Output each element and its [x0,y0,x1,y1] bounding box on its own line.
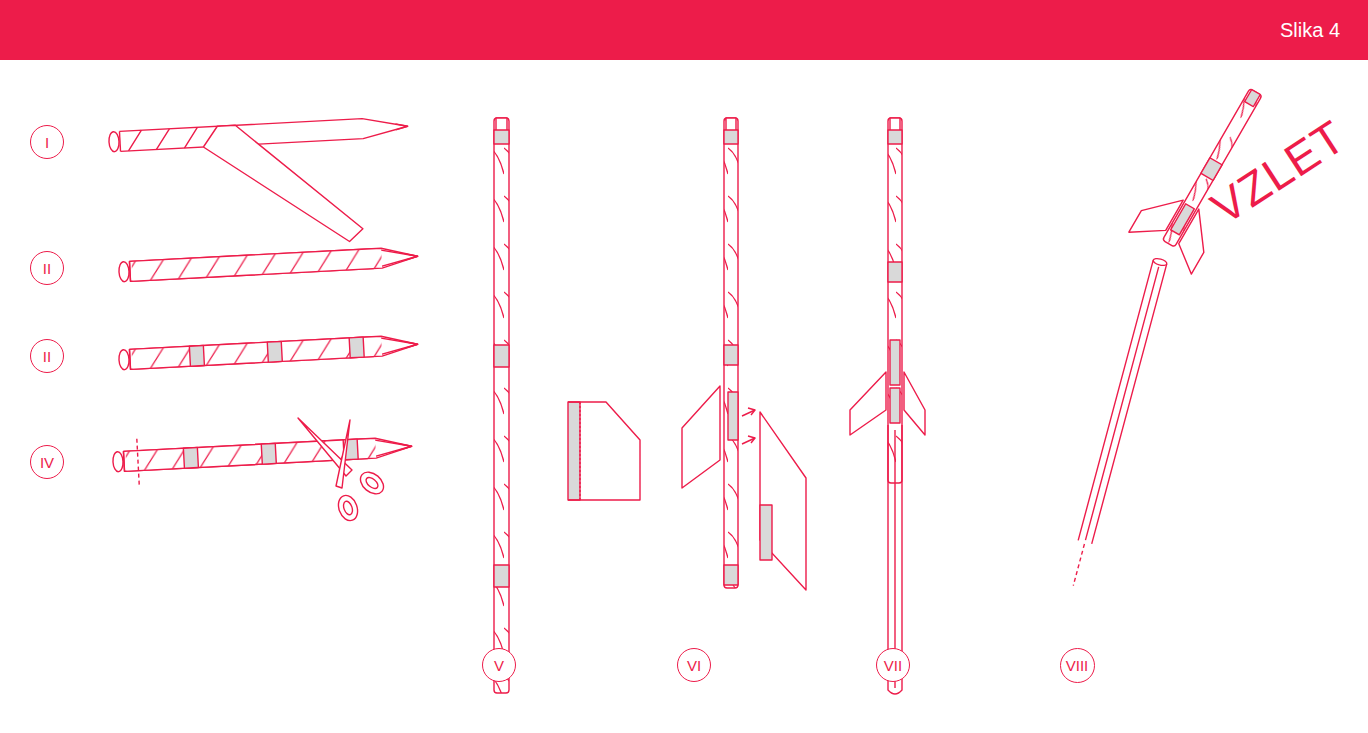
step-numeral: VI [687,658,701,673]
step-numeral: VIII [1066,658,1089,673]
step-number: IV [30,445,64,479]
step-number: VIII [1060,648,1095,683]
step-numeral: II [43,349,51,364]
step-numeral: V [494,658,504,673]
step-numeral: II [43,261,51,276]
step-number: II [30,251,64,285]
step-numeral: I [45,135,49,150]
header-bar [0,0,1368,60]
step-numeral: VII [884,658,902,673]
step-number: V [482,648,516,682]
step-number: VI [677,648,711,682]
step-number: VII [876,648,910,682]
launch-label: VZLET [1201,109,1355,235]
step-numeral: IV [40,455,54,470]
step-number: I [30,125,64,159]
step-number: II [30,339,64,373]
scissors [298,418,388,523]
figure-title: Slika 4 [1280,19,1340,42]
